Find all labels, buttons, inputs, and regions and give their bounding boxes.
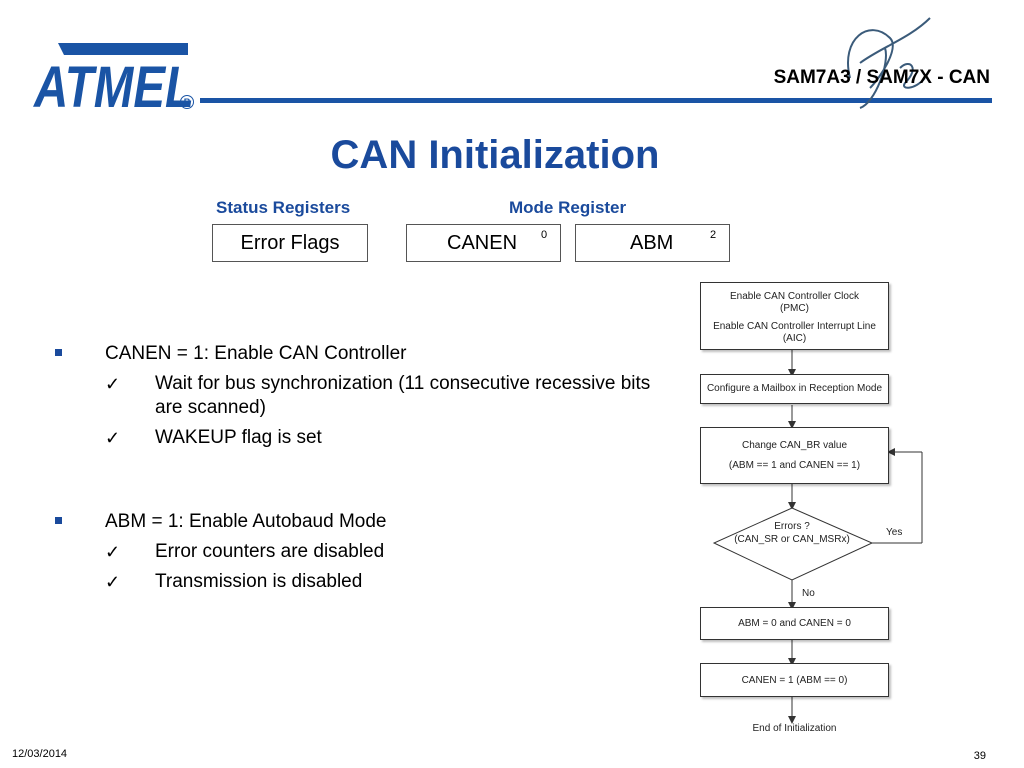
mode-register-caption: Mode Register xyxy=(509,198,627,217)
sub-bullet-text: WAKEUP flag is set xyxy=(155,427,322,448)
flow-text: Enable CAN Controller Interrupt Line xyxy=(713,321,876,332)
footer-date: 12/03/2014 xyxy=(12,748,68,760)
canen-register: CANEN 0 xyxy=(406,224,561,262)
check-icon: ✓ xyxy=(105,374,121,394)
atmel-logo-text: ATMEL xyxy=(32,55,194,113)
flow-text: Errors ? xyxy=(774,521,810,532)
flow-text: (ABM == 1 and CANEN == 1) xyxy=(728,460,861,471)
sub-bullet-item: ✓ Error counters are disabled xyxy=(55,540,675,564)
bullet-item: CANEN = 1: Enable CAN Controller xyxy=(55,342,675,366)
flow-text: CANEN = 1 (ABM == 0) xyxy=(741,675,848,686)
flow-text: (CAN_SR or CAN_MSRx) xyxy=(734,534,850,545)
bullet-item: ABM = 1: Enable Autobaud Mode xyxy=(55,510,675,534)
abm-register: ABM 2 xyxy=(575,224,730,262)
check-icon: ✓ xyxy=(105,428,121,448)
register-bit: 2 xyxy=(710,229,717,241)
bullet-text: CANEN = 1: Enable CAN Controller xyxy=(105,343,407,364)
atmel-logo: ATMEL xyxy=(28,35,203,120)
check-icon: ✓ xyxy=(105,542,121,562)
flow-step-configure-mailbox: Configure a Mailbox in Reception Mode xyxy=(700,374,889,404)
flow-text: (PMC) xyxy=(780,303,809,314)
slide-title: CAN Initialization xyxy=(330,133,660,177)
bullet-list: CANEN = 1: Enable CAN Controller ✓ Wait … xyxy=(55,342,675,600)
flow-step-enable-clock: Enable CAN Controller Clock (PMC) Enable… xyxy=(700,282,889,350)
registered-mark: R xyxy=(180,95,194,109)
flow-text: Change CAN_BR value xyxy=(741,440,848,451)
flow-text: (AIC) xyxy=(782,333,807,344)
bullet-text: ABM = 1: Enable Autobaud Mode xyxy=(105,511,387,532)
header-bar xyxy=(200,98,992,103)
register-label: Error Flags xyxy=(240,231,340,254)
square-bullet-icon xyxy=(55,517,62,524)
sub-bullet-item: ✓ Wait for bus synchronization (11 conse… xyxy=(55,372,675,420)
flow-end-label: End of Initialization xyxy=(752,723,837,734)
sub-bullet-text: Wait for bus synchronization (11 consecu… xyxy=(155,373,651,418)
page-number: 39 xyxy=(973,750,986,762)
register-label: ABM xyxy=(630,231,674,254)
status-registers-caption: Status Registers xyxy=(216,198,351,217)
flow-decision-errors: Errors ? (CAN_SR or CAN_MSRx) xyxy=(714,520,870,546)
flow-text: ABM = 0 and CANEN = 0 xyxy=(738,618,851,629)
atmel-logo-graphic: ATMEL xyxy=(32,43,194,120)
check-icon: ✓ xyxy=(105,572,121,592)
flow-no-label: No xyxy=(802,588,815,599)
flow-yes-label: Yes xyxy=(886,527,903,538)
sub-bullet-text: Error counters are disabled xyxy=(155,541,385,562)
signature-graphic xyxy=(847,17,931,109)
sub-bullet-item: ✓ Transmission is disabled xyxy=(55,570,675,594)
register-bit: 0 xyxy=(541,229,548,241)
error-flags-register: Error Flags xyxy=(212,224,368,262)
flow-step-reset-abm-canen: ABM = 0 and CANEN = 0 xyxy=(700,607,889,640)
flow-text: Enable CAN Controller Clock xyxy=(730,291,859,302)
square-bullet-icon xyxy=(55,349,62,356)
sub-bullet-text: Transmission is disabled xyxy=(155,571,363,592)
flow-step-enable-canen: CANEN = 1 (ABM == 0) xyxy=(700,663,889,697)
flow-step-change-can-br: Change CAN_BR value (ABM == 1 and CANEN … xyxy=(700,427,889,484)
register-label: CANEN xyxy=(447,231,518,254)
sub-bullet-item: ✓ WAKEUP flag is set xyxy=(55,426,675,450)
flowchart-connectors xyxy=(712,350,923,724)
flow-text: Configure a Mailbox in Reception Mode xyxy=(706,383,883,394)
document-title: SAM7A3 / SAM7X - CAN xyxy=(773,67,990,88)
